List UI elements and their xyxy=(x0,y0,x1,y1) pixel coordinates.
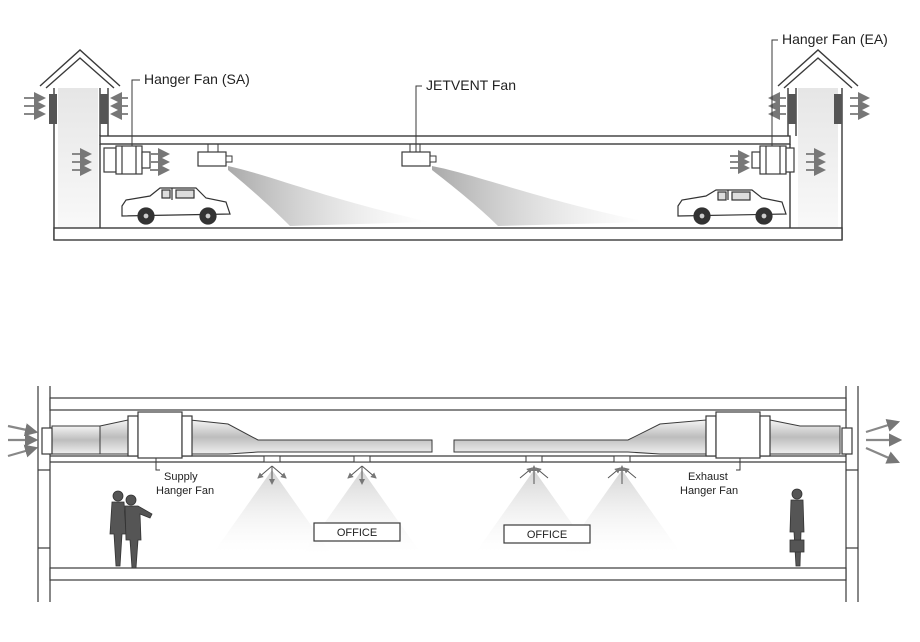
label-jetvent-fan: JETVENT Fan xyxy=(426,77,516,93)
office-floor-slab xyxy=(49,567,847,581)
supply-arrows-sa xyxy=(150,148,170,176)
people-left xyxy=(109,490,153,569)
garage-ceiling-slab xyxy=(99,135,791,145)
office-sign-right xyxy=(503,524,591,544)
label-supply-line1: Supply xyxy=(164,471,198,483)
diffuser-arrows xyxy=(257,465,637,485)
supply-duct xyxy=(51,419,433,455)
exhaust-duct xyxy=(453,419,841,455)
fresh-air-intake-arrows xyxy=(7,423,39,458)
car-left xyxy=(121,187,231,225)
label-supply-line2: Hanger Fan xyxy=(156,485,214,497)
garage-floor-slab xyxy=(53,227,843,241)
diffuser-cones xyxy=(214,470,680,552)
car-right xyxy=(677,189,787,225)
hanger-fan-sa xyxy=(103,145,151,175)
upper-slab xyxy=(49,397,847,411)
bottom-leader-lines xyxy=(155,458,741,471)
person-right xyxy=(789,488,805,567)
label-exhaust-line1: Exhaust xyxy=(688,471,728,483)
label-hanger-fan-ea: Hanger Fan (EA) xyxy=(782,31,888,47)
jetvent-fan-2 xyxy=(401,144,648,226)
hanger-fan-ea xyxy=(751,145,795,175)
jetvent-fan-1 xyxy=(197,144,430,226)
supply-hanger-fan xyxy=(41,411,193,459)
office-sign-right-label: OFFICE xyxy=(527,529,567,541)
label-hanger-fan-sa: Hanger Fan (SA) xyxy=(144,71,250,87)
exhaust-outlet-arrows xyxy=(865,418,903,464)
office-sign-left xyxy=(313,522,401,542)
left-intake-shaft xyxy=(39,49,121,240)
exhaust-hanger-fan xyxy=(705,411,853,459)
top-leader-lines xyxy=(131,39,778,152)
label-exhaust-line2: Hanger Fan xyxy=(680,485,738,497)
office-section xyxy=(37,386,859,602)
ceiling-diffusers xyxy=(263,455,631,463)
office-sign-left-label: OFFICE xyxy=(337,527,377,539)
right-exhaust-arrows xyxy=(730,92,870,176)
left-intake-arrows xyxy=(24,92,128,176)
